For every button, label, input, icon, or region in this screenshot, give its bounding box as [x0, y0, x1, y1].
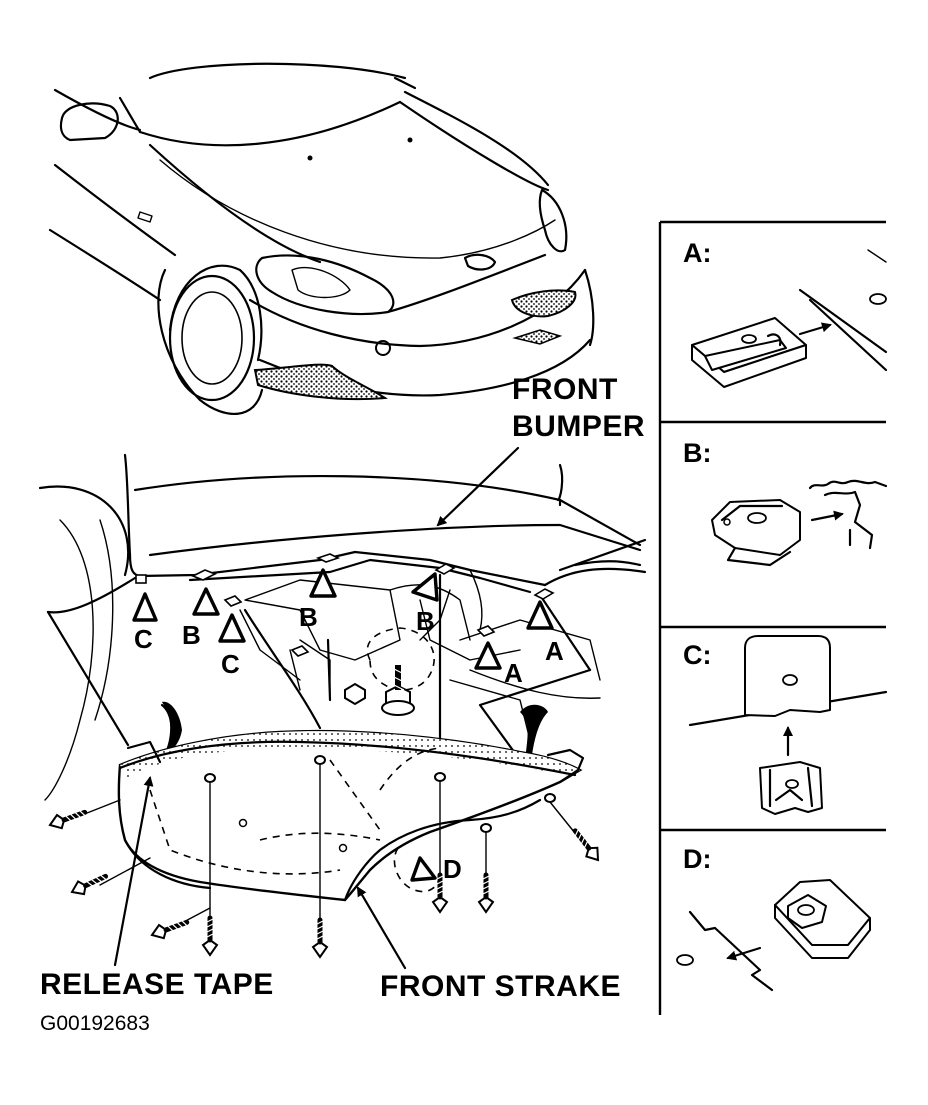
callout-triangle-a2 [526, 600, 554, 630]
front-bumper-label-line2: BUMPER [512, 410, 646, 443]
callout-markers [132, 568, 554, 882]
callout-triangle-c1 [132, 592, 158, 622]
callout-triangle-a1 [474, 641, 502, 670]
callout-d1: D [443, 854, 462, 884]
car-front-view [48, 62, 595, 415]
callout-triangle-b2 [309, 568, 337, 598]
callout-triangle-c2 [218, 613, 246, 643]
callout-b2: B [299, 602, 318, 632]
callout-triangle-d1 [410, 856, 437, 882]
front-strake-label: FRONT STRAKE [380, 970, 621, 1003]
callout-c1: C [134, 624, 153, 654]
u-clip-icon [711, 479, 888, 567]
spring-nut-clip-icon [691, 249, 888, 388]
panel-label-b: B: [683, 438, 712, 468]
front-bumper-label-line1: FRONT [512, 373, 618, 406]
cage-nut-icon [676, 879, 871, 992]
panel-label-d: D: [683, 844, 712, 874]
release-tape-label: RELEASE TAPE [40, 968, 274, 1001]
callout-c2: C [221, 649, 240, 679]
panel-label-a: A: [683, 238, 712, 268]
clip-detail-panels [658, 220, 888, 1015]
callout-a2: A [545, 636, 564, 666]
callout-triangle-b3 [411, 572, 439, 602]
callout-triangle-b1 [192, 587, 220, 616]
bracket-clip-icon [688, 635, 888, 815]
callout-b3: B [416, 606, 435, 636]
callout-a1: A [504, 658, 523, 688]
figure-id: G00192683 [40, 1012, 150, 1035]
callout-b1: B [182, 620, 201, 650]
bumper-detail-view [38, 446, 647, 970]
panel-label-c: C: [683, 640, 712, 670]
